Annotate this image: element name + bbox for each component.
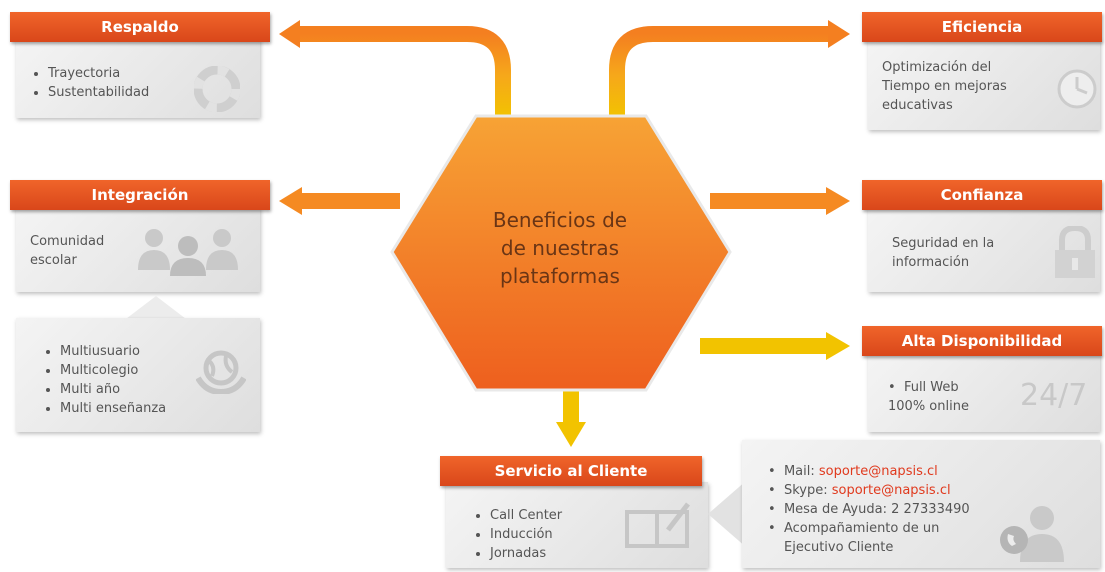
integracion-card — [16, 206, 260, 292]
alta-card — [868, 352, 1100, 432]
arrowhead-integracion — [279, 187, 302, 215]
contact-text: • Mail: soporte@napsis.cl • Skype: sopor… — [768, 462, 970, 557]
eficiencia-line: Tiempo en mejoras — [882, 79, 1007, 94]
eficiencia-header: Eficiencia — [862, 12, 1102, 42]
arrowhead-eficiencia — [828, 20, 850, 48]
servicio-item: Inducción — [490, 525, 562, 544]
respaldo-item: Trayectoria — [48, 64, 149, 83]
respaldo-item: Sustentabilidad — [48, 83, 149, 102]
mail-link[interactable]: soporte@napsis.cl — [818, 464, 938, 479]
book-icon — [625, 502, 690, 548]
acomp-text2: Ejecutivo Cliente — [784, 540, 894, 555]
alta-item: Full Web — [903, 380, 959, 395]
integracion-header: Integración — [10, 180, 270, 210]
integracion-detail-item: Multiusuario — [60, 342, 166, 361]
confianza-line: Seguridad en la — [892, 236, 995, 251]
center-hexagon — [390, 114, 732, 392]
arrowhead-servicio — [556, 422, 586, 447]
eficiencia-line: educativas — [882, 98, 953, 113]
servicio-card — [446, 482, 708, 568]
center-label-line2: de nuestras — [500, 236, 620, 260]
callout-pointer — [16, 296, 260, 322]
acomp-text: Acompañamiento de un — [783, 521, 940, 536]
servicio-header: Servicio al Cliente — [440, 456, 702, 486]
lock-icon — [1055, 226, 1095, 278]
arrow-to-respaldo — [296, 26, 511, 118]
confianza-header: Confianza — [862, 180, 1102, 210]
eficiencia-text: Optimización del Tiempo en mejoras educa… — [882, 58, 1007, 115]
integracion-detail-card — [16, 318, 260, 432]
arrow-to-servicio — [563, 385, 579, 425]
servicio-item: Call Center — [490, 506, 562, 525]
arrowhead-alta — [826, 332, 850, 360]
integracion-text: Comunidad escolar — [30, 232, 104, 270]
arrowhead-respaldo — [279, 20, 300, 48]
alta-line1: • Full Web — [888, 380, 959, 395]
contact-skype-row: • Skype: soporte@napsis.cl — [768, 483, 951, 498]
servicio-list: Call Center Inducción Jornadas — [474, 506, 562, 563]
integracion-line: Comunidad — [30, 234, 105, 249]
contact-acomp-row2: Ejecutivo Cliente — [768, 538, 970, 557]
people-icon — [138, 229, 238, 276]
arrowhead-confianza — [826, 187, 850, 215]
globe-hands-icon — [196, 350, 246, 394]
contact-mail-row: • Mail: soporte@napsis.cl — [768, 464, 938, 479]
arrow-to-alta — [700, 338, 828, 354]
arrow-to-integracion — [300, 193, 400, 209]
integracion-detail-item: Multi enseñanza — [60, 399, 166, 418]
integracion-detail-item: Multi año — [60, 380, 166, 399]
eficiencia-line: Optimización del — [882, 60, 992, 75]
center-label-line3: plataformas — [500, 264, 620, 288]
mail-label: Mail: — [783, 464, 819, 479]
respaldo-header: Respaldo — [10, 12, 270, 42]
integracion-detail-list: Multiusuario Multicolegio Multi año Mult… — [44, 342, 166, 418]
integracion-line: escolar — [30, 253, 77, 268]
arrow-to-confianza — [710, 193, 828, 209]
alta-header: Alta Disponibilidad — [862, 326, 1102, 356]
respaldo-list: Trayectoria Sustentabilidad — [32, 64, 149, 102]
mesa-text: Mesa de Ayuda: 2 27333490 — [783, 502, 970, 517]
lifebuoy-icon — [194, 66, 240, 112]
servicio-item: Jornadas — [490, 544, 562, 563]
skype-label: Skype: — [783, 483, 832, 498]
confianza-text: Seguridad en la información — [892, 234, 994, 272]
alta-line2: 100% online — [888, 399, 969, 414]
alta-text: • Full Web 100% online — [888, 378, 969, 416]
contact-mesa-row: • Mesa de Ayuda: 2 27333490 — [768, 502, 970, 517]
skype-link[interactable]: soporte@napsis.cl — [831, 483, 951, 498]
integracion-detail-item: Multicolegio — [60, 361, 166, 380]
contact-acomp-row: • Acompañamiento de un — [768, 521, 940, 536]
confianza-line: información — [892, 255, 970, 270]
clock-icon — [1057, 69, 1097, 109]
arrow-to-eficiencia — [609, 26, 830, 118]
alta-badge: 24/7 — [1020, 378, 1088, 413]
support-agent-icon — [1000, 506, 1064, 562]
center-label: Beneficios de de nuestras plataformas — [440, 206, 680, 290]
center-label-line1: Beneficios de — [492, 208, 628, 232]
